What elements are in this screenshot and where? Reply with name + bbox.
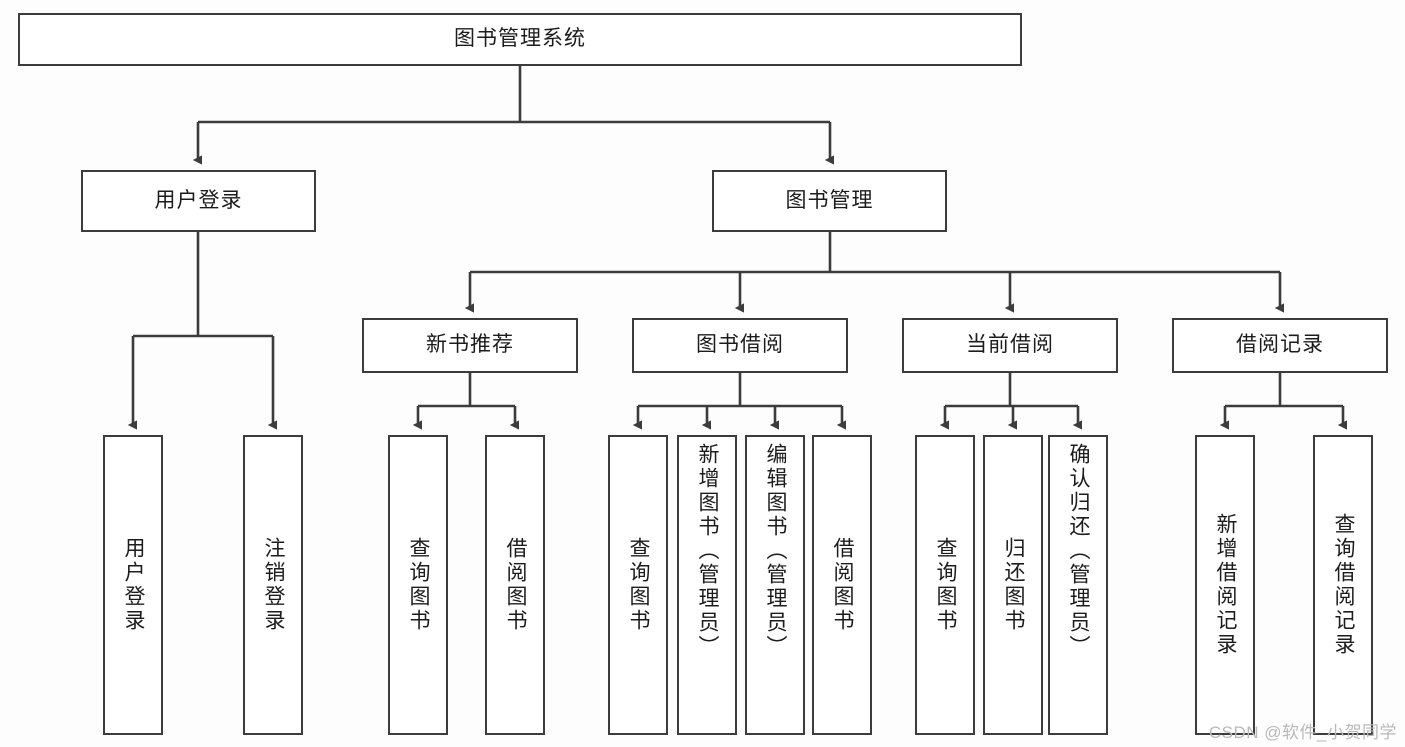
leaf-return-book[interactable]: 归还图书 <box>983 435 1043 735</box>
leaf-borrow-book-1[interactable]: 借阅图书 <box>485 435 545 735</box>
leaf-add-record-label: 新增借阅记录 <box>1214 513 1238 657</box>
leaf-user-login-label: 用户登录 <box>122 537 146 633</box>
leaf-query-book-3-label: 查询图书 <box>934 537 958 633</box>
node-root[interactable]: 图书管理系统 <box>18 13 1022 66</box>
leaf-borrow-book-2[interactable]: 借阅图书 <box>812 435 872 735</box>
leaf-edit-book[interactable]: 编辑图书（管理员） <box>745 435 805 735</box>
leaf-add-record[interactable]: 新增借阅记录 <box>1195 435 1255 735</box>
leaf-confirm-return[interactable]: 确认归还（管理员） <box>1048 435 1108 735</box>
node-borrow-record[interactable]: 借阅记录 <box>1172 318 1388 373</box>
node-user-login[interactable]: 用户登录 <box>81 170 316 232</box>
leaf-borrow-book-2-label: 借阅图书 <box>831 537 855 633</box>
node-borrow-record-label: 借阅记录 <box>1236 333 1324 357</box>
leaf-query-book-2[interactable]: 查询图书 <box>608 435 668 735</box>
node-user-login-label: 用户登录 <box>154 188 243 212</box>
node-root-label: 图书管理系统 <box>454 27 586 51</box>
leaf-user-login[interactable]: 用户登录 <box>103 435 163 735</box>
leaf-return-book-label: 归还图书 <box>1002 537 1026 633</box>
leaf-edit-book-label: 编辑图书（管理员） <box>764 443 788 659</box>
leaf-confirm-return-label: 确认归还（管理员） <box>1067 443 1091 659</box>
node-book-borrow-label: 图书借阅 <box>696 333 784 357</box>
node-new-book-rec[interactable]: 新书推荐 <box>362 318 578 373</box>
leaf-query-record[interactable]: 查询借阅记录 <box>1313 435 1373 735</box>
leaf-query-book-2-label: 查询图书 <box>627 537 651 633</box>
node-new-book-rec-label: 新书推荐 <box>426 333 514 357</box>
csdn-watermark: CSDN @软件_小贺同学 <box>1208 723 1397 742</box>
leaf-add-book-label: 新增图书（管理员） <box>696 443 720 659</box>
node-book-manage[interactable]: 图书管理 <box>712 170 947 232</box>
node-current-borrow-label: 当前借阅 <box>966 333 1054 357</box>
leaf-query-book-1[interactable]: 查询图书 <box>388 435 448 735</box>
leaf-query-record-label: 查询借阅记录 <box>1332 513 1356 657</box>
leaf-query-book-1-label: 查询图书 <box>407 537 431 633</box>
leaf-logout[interactable]: 注销登录 <box>243 435 303 735</box>
leaf-add-book[interactable]: 新增图书（管理员） <box>677 435 737 735</box>
node-current-borrow[interactable]: 当前借阅 <box>902 318 1118 373</box>
leaf-query-book-3[interactable]: 查询图书 <box>915 435 975 735</box>
node-book-manage-label: 图书管理 <box>785 188 874 212</box>
leaf-borrow-book-1-label: 借阅图书 <box>504 537 528 633</box>
node-book-borrow[interactable]: 图书借阅 <box>632 318 848 373</box>
leaf-logout-label: 注销登录 <box>262 537 286 633</box>
